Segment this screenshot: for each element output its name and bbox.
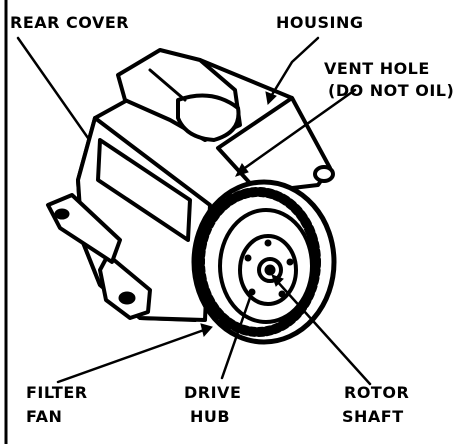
label-rear-cover: REAR COVER — [10, 13, 129, 32]
leader-drive-hub — [220, 290, 254, 380]
label-vent-hole-2: (DO NOT OIL) — [328, 81, 454, 100]
label-rotor-shaft-1: ROTOR — [344, 383, 409, 402]
filter-fan-ring — [195, 187, 321, 337]
arrow-housing — [265, 91, 277, 106]
arrow-rotor-shaft — [271, 274, 284, 287]
leader-vent-hole — [240, 88, 357, 172]
hub-bolt-2 — [286, 258, 294, 266]
label-filter-fan-2: FAN — [26, 407, 62, 426]
mounting-foot — [98, 253, 152, 320]
hub-bolt-5 — [244, 254, 252, 262]
arrow-vent-hole — [235, 163, 249, 177]
pump-illustration — [46, 48, 337, 345]
foot-bolt-hole — [118, 291, 136, 305]
top-boss-edge — [148, 68, 187, 102]
hub-bolt-1 — [264, 239, 272, 247]
label-drive-hub-2: HUB — [190, 407, 230, 426]
flange-bolt — [313, 165, 335, 183]
arrow-filter-fan — [200, 323, 213, 338]
label-filter-fan-1: FILTER — [26, 383, 88, 402]
leader-rotor-shaft — [274, 278, 372, 386]
leader-housing — [268, 36, 320, 100]
label-housing: HOUSING — [276, 13, 363, 32]
rotor-shaft-core — [264, 264, 276, 276]
label-vent-hole-1: VENT HOLE — [324, 59, 430, 78]
leader-filter-fan — [56, 328, 206, 384]
label-drive-hub-1: DRIVE — [184, 383, 241, 402]
label-rotor-shaft-2: SHAFT — [342, 407, 404, 426]
leader-rear-cover — [16, 36, 90, 140]
callout-labels: REAR COVER HOUSING VENT HOLE (DO NOT OIL… — [10, 13, 454, 426]
leader-lines — [16, 36, 372, 386]
rotor-shaft — [257, 257, 283, 283]
hub-bolt-3 — [278, 290, 286, 298]
bracket-hole — [54, 208, 70, 220]
rear-cover-panel — [96, 138, 192, 242]
top-boss-cap — [176, 93, 241, 142]
